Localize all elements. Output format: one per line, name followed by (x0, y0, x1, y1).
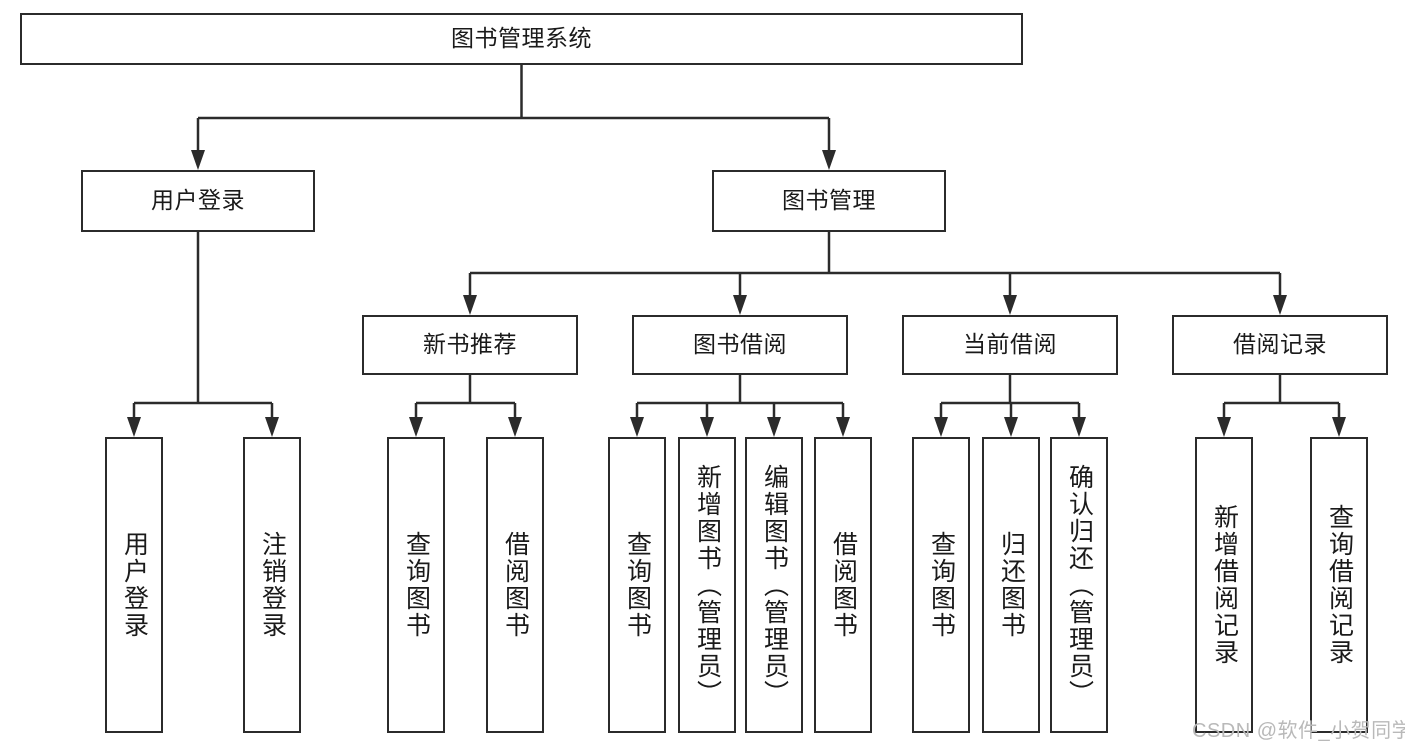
node-label: 查询图书 (927, 531, 956, 639)
arrow-head-icon (1004, 417, 1018, 437)
node-leaf-query-record[interactable]: 查询借阅记录 (1310, 437, 1368, 733)
node-root[interactable]: 图书管理系统 (20, 13, 1023, 65)
node-label: 编辑图书（管理员） (760, 463, 789, 707)
arrow-head-icon (836, 417, 850, 437)
node-label: 新增借阅记录 (1210, 504, 1239, 666)
arrow-head-icon (463, 295, 477, 315)
node-leaf-return-book[interactable]: 归还图书 (982, 437, 1040, 733)
node-leaf-add-record[interactable]: 新增借阅记录 (1195, 437, 1253, 733)
arrow-head-icon (630, 417, 644, 437)
node-label: 当前借阅 (963, 331, 1057, 358)
arrow-head-icon (767, 417, 781, 437)
node-label: 图书借阅 (693, 331, 787, 358)
node-leaf-confirm-return[interactable]: 确认归还（管理员） (1050, 437, 1108, 733)
arrow-head-icon (191, 150, 205, 170)
node-user-login[interactable]: 用户登录 (81, 170, 315, 232)
node-leaf-query-book-2[interactable]: 查询图书 (608, 437, 666, 733)
arrow-head-icon (934, 417, 948, 437)
node-label: 用户登录 (120, 531, 149, 639)
arrow-head-icon (1273, 295, 1287, 315)
node-label: 用户登录 (151, 187, 245, 214)
arrow-head-icon (1217, 417, 1231, 437)
node-label: 注销登录 (258, 531, 287, 639)
arrow-head-icon (127, 417, 141, 437)
node-leaf-query-book-1[interactable]: 查询图书 (387, 437, 445, 733)
node-label: 查询借阅记录 (1325, 504, 1354, 666)
node-current-borrow[interactable]: 当前借阅 (902, 315, 1118, 375)
node-label: 图书管理系统 (451, 25, 592, 52)
node-leaf-logout[interactable]: 注销登录 (243, 437, 301, 733)
arrow-head-icon (1332, 417, 1346, 437)
node-label: 新书推荐 (423, 331, 517, 358)
arrow-head-icon (733, 295, 747, 315)
node-label: 新增图书（管理员） (693, 463, 722, 707)
node-label: 归还图书 (997, 531, 1026, 639)
node-new-book-rec[interactable]: 新书推荐 (362, 315, 578, 375)
node-leaf-add-book[interactable]: 新增图书（管理员） (678, 437, 736, 733)
node-label: 确认归还（管理员） (1065, 463, 1094, 707)
node-leaf-user-login[interactable]: 用户登录 (105, 437, 163, 733)
node-leaf-query-book-3[interactable]: 查询图书 (912, 437, 970, 733)
node-leaf-edit-book[interactable]: 编辑图书（管理员） (745, 437, 803, 733)
arrow-head-icon (822, 150, 836, 170)
arrow-head-icon (700, 417, 714, 437)
node-book-borrow[interactable]: 图书借阅 (632, 315, 848, 375)
node-leaf-borrow-book-2[interactable]: 借阅图书 (814, 437, 872, 733)
node-borrow-record[interactable]: 借阅记录 (1172, 315, 1388, 375)
node-book-manage[interactable]: 图书管理 (712, 170, 946, 232)
arrow-head-icon (1003, 295, 1017, 315)
arrow-head-icon (508, 417, 522, 437)
arrow-head-icon (265, 417, 279, 437)
arrow-head-icon (409, 417, 423, 437)
arrow-head-icon (1072, 417, 1086, 437)
node-label: 借阅记录 (1233, 331, 1327, 358)
node-label: 查询图书 (623, 531, 652, 639)
node-label: 借阅图书 (501, 531, 530, 639)
node-label: 查询图书 (402, 531, 431, 639)
node-label: 图书管理 (782, 187, 876, 214)
watermark: CSDN @软件_小贺同学 (1192, 720, 1405, 742)
node-leaf-borrow-book-1[interactable]: 借阅图书 (486, 437, 544, 733)
node-label: 借阅图书 (829, 531, 858, 639)
